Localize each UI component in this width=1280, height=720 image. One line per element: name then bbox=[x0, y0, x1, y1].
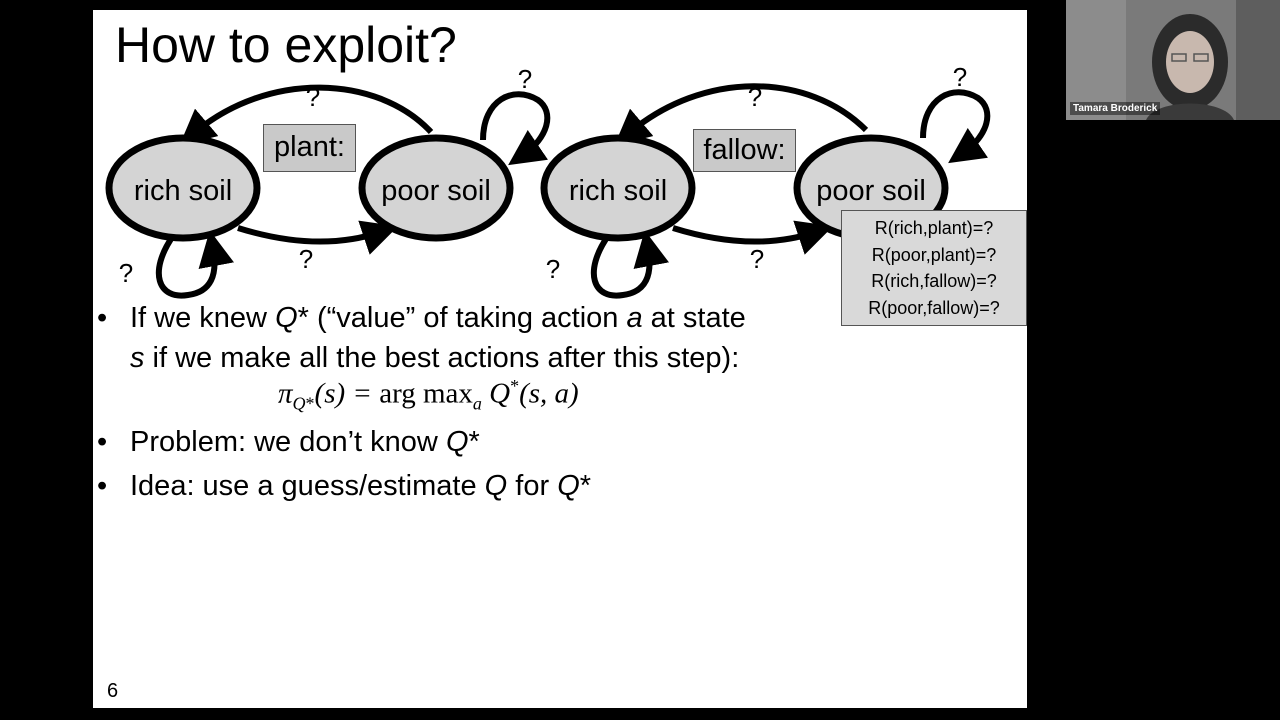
plant-question-mark: ? bbox=[518, 64, 532, 94]
plant-question-mark: ? bbox=[119, 258, 133, 288]
plant-action-box: plant: bbox=[263, 124, 356, 172]
slide-title: How to exploit? bbox=[115, 17, 457, 73]
bullet-dot: • bbox=[97, 302, 108, 334]
slide: How to exploit? rich soil poor soil ? ? … bbox=[93, 10, 1027, 708]
plant-question-mark: ? bbox=[306, 82, 320, 112]
participant-avatar bbox=[1066, 0, 1280, 120]
plant-action-label: plant: bbox=[274, 131, 345, 163]
plant-arrow-poor-to-rich bbox=[179, 84, 434, 146]
bullet-text: Problem: we don’t know Q* bbox=[130, 426, 480, 458]
fallow-state-rich-soil bbox=[540, 134, 696, 242]
bullet-text: If we knew Q* (“value” of taking action … bbox=[130, 302, 746, 334]
plant-diagram: rich soil poor soil ? ? ? ? bbox=[105, 64, 551, 299]
reward-line: R(rich,fallow)=? bbox=[871, 271, 997, 291]
plant-rich-soil-label: rich soil bbox=[134, 175, 232, 207]
fallow-loop-rich bbox=[590, 230, 669, 299]
fallow-arrow-poor-to-rich bbox=[614, 83, 869, 146]
participant-video-tile[interactable]: Tamara Broderick bbox=[1066, 0, 1280, 120]
page-number: 6 bbox=[107, 680, 119, 702]
fallow-poor-soil-label: poor soil bbox=[816, 175, 926, 207]
fallow-question-mark: ? bbox=[546, 254, 560, 284]
fallow-action-box: fallow: bbox=[693, 129, 796, 172]
plant-state-rich-soil bbox=[105, 134, 261, 242]
fallow-question-mark: ? bbox=[750, 244, 764, 274]
fallow-loop-poor bbox=[920, 89, 991, 164]
participant-name: Tamara Broderick bbox=[1070, 102, 1161, 115]
fallow-rich-soil-label: rich soil bbox=[569, 175, 667, 207]
plant-poor-soil-label: poor soil bbox=[381, 175, 491, 207]
mdp-diagram: rich soil poor soil ? ? ? ? rich soil po… bbox=[105, 62, 991, 299]
plant-state-poor-soil bbox=[358, 134, 514, 242]
bullet-text: Idea: use a guess/estimate Q for Q* bbox=[130, 470, 592, 502]
reward-line: R(rich,plant)=? bbox=[874, 218, 994, 238]
plant-question-mark: ? bbox=[299, 244, 313, 274]
reward-box: R(rich,plant)=? R(poor,plant)=? R(rich,f… bbox=[841, 210, 1027, 326]
reward-line: R(poor,plant)=? bbox=[871, 244, 997, 265]
plant-loop-poor bbox=[480, 91, 551, 166]
policy-formula: πQ*(s) = arg maxa Q*(s, a) bbox=[278, 376, 579, 414]
fallow-arrow-rich-to-poor bbox=[672, 220, 834, 255]
fallow-question-mark: ? bbox=[748, 82, 762, 112]
bullet-dot: • bbox=[97, 426, 108, 458]
bullet-dot: • bbox=[97, 470, 108, 502]
plant-arrow-rich-to-poor bbox=[237, 220, 399, 255]
fallow-action-label: fallow: bbox=[703, 134, 786, 166]
plant-loop-rich bbox=[155, 230, 234, 299]
reward-line: R(poor,fallow)=? bbox=[868, 297, 1000, 318]
fallow-diagram: rich soil poor soil ? ? ? ? bbox=[540, 62, 991, 299]
fallow-question-mark: ? bbox=[953, 62, 967, 92]
